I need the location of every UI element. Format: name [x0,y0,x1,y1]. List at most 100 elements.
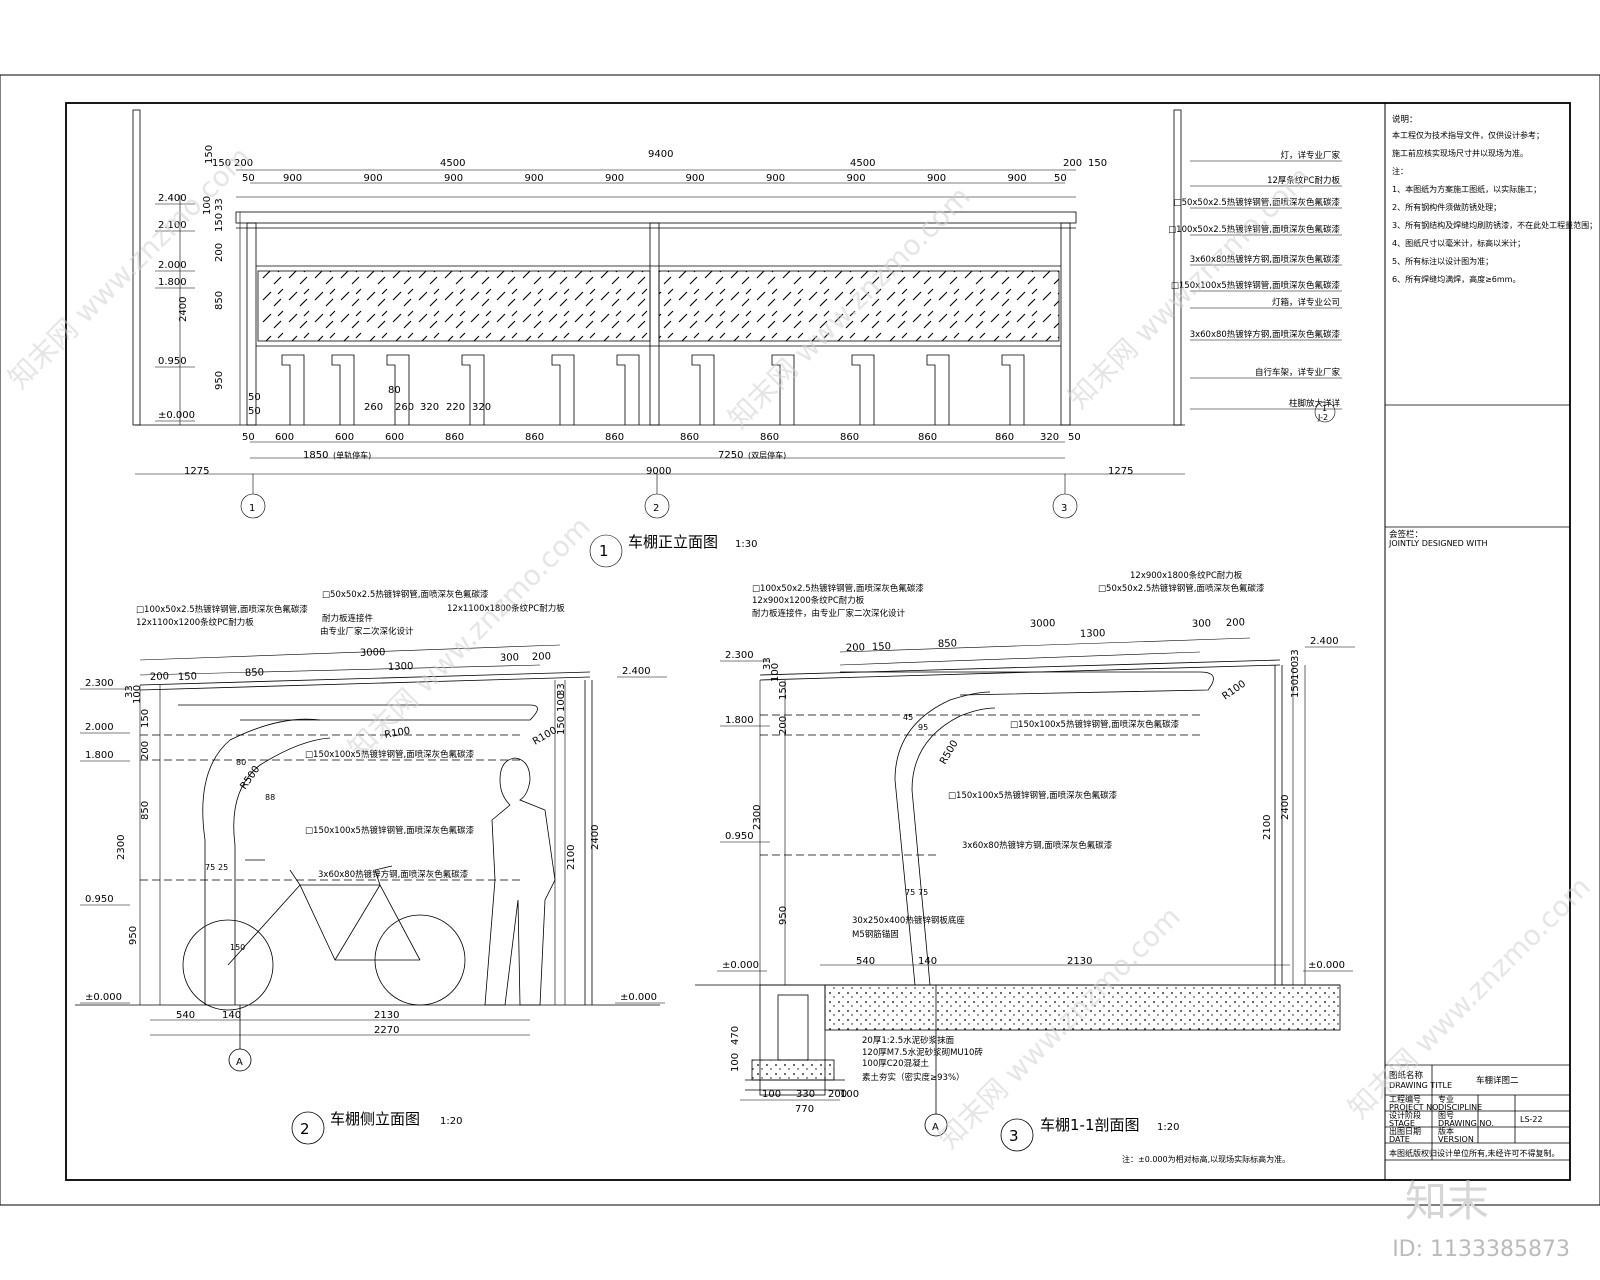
foundation-dim: 100 [762,1089,781,1100]
side-radius-r500: R500 [238,764,262,792]
top-dim: 200 [846,642,865,654]
title-row-label: 设计阶段 [1389,1110,1421,1120]
title-row-label: 出图日期 [1389,1126,1421,1136]
bay-dim: 900 [283,173,302,184]
title-row-key-en: DISCIPLINE [1438,1103,1482,1112]
title-row-key-en: VERSION [1438,1135,1474,1144]
axis-2: 2 [653,503,659,514]
foundation-dim: 770 [795,1104,814,1115]
rack-dim: 860 [918,432,937,443]
front-elevation [132,109,1185,426]
bay-dim: 900 [444,173,463,184]
axis-1: 1 [249,503,255,514]
callout-label: □150x100x5热镀锌钢管,面喷深灰色氟碳漆 [305,825,475,836]
stand-dim: 50 [248,392,261,403]
vertical-dim: 150 [556,716,567,735]
dim-inner-right: 200 [1063,158,1082,169]
callout-label: □100x50x2.5热镀锌钢管,面喷深灰色氟碳漆 [752,583,924,594]
drawing-title-label: 图纸名称 [1389,1070,1424,1081]
section-view [695,659,1341,1152]
front-elevation-number: 1 [599,542,609,560]
title-row-value: LS-22 [1520,1115,1543,1124]
vertical-dim: 850 [140,801,151,820]
front-elevation-scale: 1:30 [735,539,757,550]
vertical-dim: 100 [556,693,567,712]
vertical-dim: 150 [140,709,151,728]
callout-label: 耐力板连接件 [322,613,374,624]
callout-label: 灯，详专业厂家 [1280,150,1340,161]
callout-label: 120厚M7.5水泥砂浆砌MU10砖 [862,1047,983,1058]
watermark-text-1: 知末网 www.znzmo.com [2,140,257,395]
level-mark: 2.300 [85,678,114,689]
drawing-title-en: DRAWING TITLE [1389,1081,1452,1090]
title-row-key: 图号 [1438,1111,1454,1120]
vertical-dim: 150 [214,213,225,232]
vertical-dim: 2100 [566,845,577,870]
watermark-logo: 知末 [1405,1177,1490,1226]
callout-label: □50x50x2.5热镀锌钢管,面喷深灰色氟碳漆 [1098,583,1265,594]
bay-dim: 900 [686,173,705,184]
bottom-dim: 2130 [374,1010,399,1021]
bike-stand [281,354,305,425]
callout-label: 耐力板连接件，由专业厂家二次深化设计 [752,608,906,619]
callout-label: □100x50x2.5热镀锌钢管,面喷深灰色氟碳漆 [136,604,308,615]
side-small-80: 80 [236,758,246,767]
vertical-dim: 33 [762,657,773,670]
level-mark: ±0.000 [1308,960,1345,971]
level-mark: ±0.000 [85,992,122,1003]
vertical-dim: 150 [778,681,789,700]
vertical-dim: 200 [140,741,151,760]
dim-double-rack: 7250 [718,450,743,461]
bay-dim: 900 [605,173,624,184]
title-row-label-en: PROJECT NO. [1389,1103,1441,1112]
rack-dim: 860 [840,432,859,443]
title-row-label-en: STAGE [1389,1119,1415,1128]
title-row-label-en: DATE [1389,1135,1410,1144]
top-dim: 150 [872,641,891,653]
level-mark: ±0.000 [722,960,759,971]
dim-overhang-left: 1275 [184,466,209,477]
vertical-dim: 33 [214,198,225,211]
vertical-dim: 100 [202,196,213,215]
level-mark: 1.800 [158,277,187,288]
top-dim: 1300 [388,661,414,673]
detail-ref-number: 1 [1322,404,1327,413]
top-dim: 3000 [1030,618,1056,630]
callout-label: □100x50x2.5热镀锌钢管,面喷深灰色氟碳漆 [1168,224,1340,235]
design-note: 2、所有钢构件须做防锈处理； [1392,202,1501,212]
level-mark: 2.300 [725,650,754,661]
vertical-dim: 200 [778,716,789,735]
side-elevation-scale: 1:20 [440,1116,462,1127]
level-mark: 0.950 [725,831,754,842]
level-mark: 0.950 [158,356,187,367]
rack-dim: 600 [275,432,294,443]
section-radius-r100: R100 [1220,679,1248,703]
dim-overhang-right: 1275 [1108,466,1133,477]
bike-stand [926,354,950,425]
level-mark: 2.000 [85,722,114,733]
bay-dim: 900 [364,173,383,184]
side-elevation-number: 2 [300,1120,310,1138]
vertical-dim: 950 [778,906,789,925]
callout-label: 柱脚放大详详 [1289,398,1341,409]
drawing-title: 车棚详图二 [1476,1075,1519,1086]
stand-dim: 320 [420,402,439,413]
callout-label: 自行车架，详专业厂家 [1255,367,1341,378]
dim-end-right: 50 [1054,173,1067,184]
dim-inner-left: 200 [234,158,253,169]
top-dim: 1300 [1080,628,1106,640]
vertical-dim: 33 [124,685,135,698]
section-small-75b: 75 [918,888,928,897]
title-block-footer: 本图纸版权归设计单位所有,未经许可不得复制。 [1389,1148,1560,1158]
stand-dim: 260 [364,402,383,413]
title-row-key: 版本 [1438,1126,1454,1136]
rack-dim: 50 [1068,432,1081,443]
vertical-dim: 2400 [178,297,189,322]
foundation-dim: 100 [730,1053,741,1072]
design-note: 1、本图纸为方案施工图纸，以实际施工； [1392,184,1541,194]
side-small-25: 25 [218,863,228,872]
callout-label: 由专业厂家二次深化设计 [320,626,414,637]
level-mark: 2.400 [1310,636,1339,647]
